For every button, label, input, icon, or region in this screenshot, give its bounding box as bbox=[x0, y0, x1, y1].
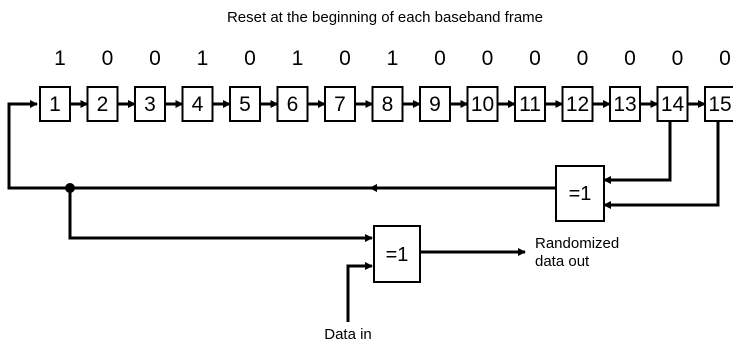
tap-line-14 bbox=[603, 121, 672, 184]
data-out-label: data out bbox=[535, 253, 590, 270]
register-cell-label: 1 bbox=[49, 93, 61, 116]
initial-bit-2: 0 bbox=[102, 47, 114, 70]
initial-bit-12: 0 bbox=[577, 47, 589, 70]
register-cell-label: 7 bbox=[334, 93, 346, 116]
register-cell-label: 12 bbox=[566, 93, 589, 116]
register-cell-9 bbox=[419, 86, 451, 122]
feedback-return-line bbox=[7, 100, 556, 190]
register-cell-label: 4 bbox=[192, 93, 204, 116]
initial-bit-3: 0 bbox=[149, 47, 161, 70]
register-cell-label: 14 bbox=[661, 93, 685, 116]
register-cell-14 bbox=[656, 86, 689, 122]
tap-line-15 bbox=[603, 121, 720, 209]
initial-bit-10: 0 bbox=[482, 47, 494, 70]
output-xor-label: =1 bbox=[386, 244, 409, 266]
register-cell-11 bbox=[514, 86, 546, 122]
register-cell-10 bbox=[466, 86, 499, 122]
randomized-label: Randomized bbox=[535, 235, 619, 252]
register-cell-label: 10 bbox=[471, 93, 494, 116]
initial-bit-11: 0 bbox=[529, 47, 541, 70]
initial-bit-6: 1 bbox=[292, 47, 304, 70]
register-cell-label: 8 bbox=[382, 93, 394, 116]
branch-line bbox=[68, 188, 373, 242]
initial-bit-1: 1 bbox=[54, 47, 66, 70]
initial-bit-4: 1 bbox=[197, 47, 209, 70]
register-cell-13 bbox=[609, 86, 641, 122]
data-in-line bbox=[346, 262, 373, 322]
initial-bit-9: 0 bbox=[434, 47, 446, 70]
data-in-label: Data in bbox=[324, 326, 372, 343]
register-cell-15 bbox=[704, 86, 733, 122]
initial-bit-5: 0 bbox=[244, 47, 256, 70]
initial-bits-row: 1 0 0 1 0 1 0 1 0 0 0 0 0 0 0 bbox=[54, 47, 731, 70]
initial-bit-7: 0 bbox=[339, 47, 351, 70]
initial-bit-8: 1 bbox=[387, 47, 399, 70]
register-cell-1 bbox=[39, 86, 71, 122]
register-cell-12 bbox=[561, 86, 594, 122]
initial-bit-14: 0 bbox=[672, 47, 684, 70]
register-cell-label: 2 bbox=[97, 93, 109, 116]
register-cell-3 bbox=[134, 86, 166, 122]
register-cell-label: 13 bbox=[613, 93, 636, 116]
register-cell-label: 9 bbox=[429, 93, 441, 116]
register-cell-label: 5 bbox=[239, 93, 251, 116]
register-cell-label: 6 bbox=[287, 93, 299, 116]
feedback-xor-label: =1 bbox=[569, 183, 592, 205]
initial-bit-13: 0 bbox=[624, 47, 636, 70]
initial-bit-15: 0 bbox=[719, 47, 731, 70]
register-cell-label: 3 bbox=[144, 93, 156, 116]
output-xor-gate: =1 bbox=[373, 225, 421, 283]
caption-text: Reset at the beginning of each baseband … bbox=[227, 9, 543, 26]
register-cell-label: 15 bbox=[708, 93, 731, 116]
register-cell-label: 11 bbox=[519, 93, 541, 116]
feedback-xor-gate: =1 bbox=[555, 165, 605, 222]
